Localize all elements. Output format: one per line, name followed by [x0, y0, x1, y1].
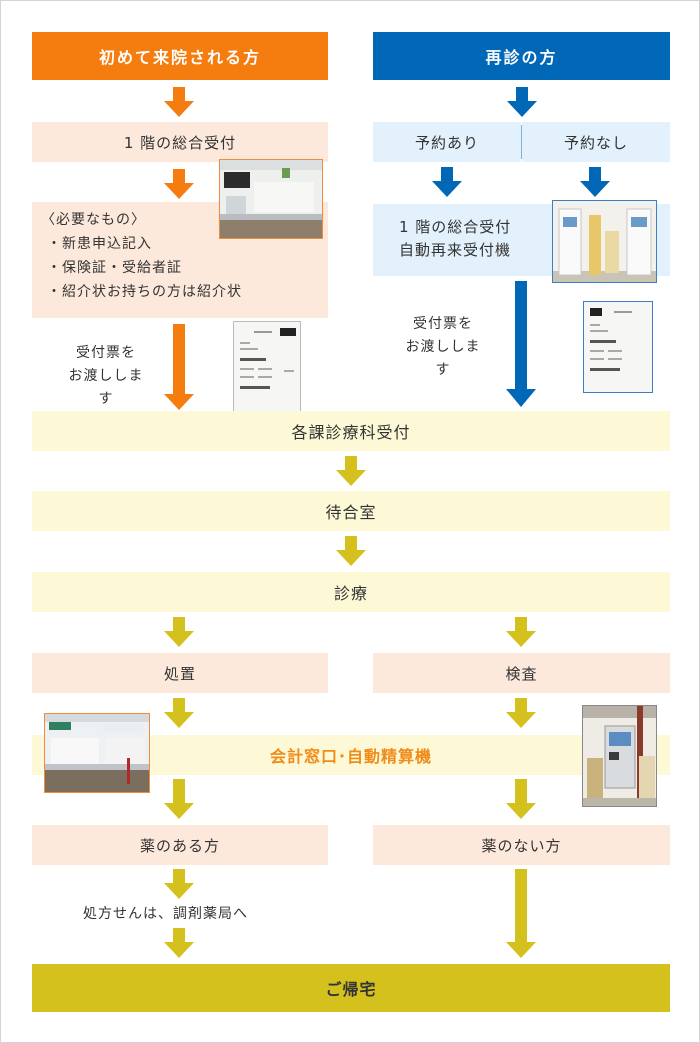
department-reception-box: 各課診療科受付 [32, 411, 670, 451]
reception-desk-photo [219, 159, 323, 239]
revisit-ticket-photo [583, 301, 653, 393]
down-arrow-icon [164, 169, 194, 199]
down-arrow-icon [336, 536, 366, 566]
reception-ticket-photo [233, 321, 301, 413]
down-arrow-icon [506, 617, 536, 647]
auto-reception-machine-photo [552, 200, 657, 283]
long-down-arrow-icon [506, 281, 536, 407]
auto-reception-line: 1 階の総合受付 [399, 218, 512, 236]
auto-reception-label: 1 階の総合受付 自動再来受付機 [399, 216, 511, 262]
consultation-box: 診療 [32, 572, 670, 612]
requirements-title: 〈必要なもの〉 [41, 212, 146, 228]
requirement-item: ・保険証・受給者証 [47, 260, 182, 276]
long-down-arrow-icon [164, 324, 194, 410]
with-medicine-box: 薬のある方 [32, 825, 328, 865]
ticket-note-line: お渡しします [405, 339, 481, 378]
ticket-note-line: お渡しします [68, 368, 144, 407]
down-arrow-icon [164, 869, 194, 899]
with-reservation-box: 予約あり [373, 122, 521, 162]
down-arrow-icon [432, 167, 462, 197]
without-reservation-box: 予約なし [522, 122, 670, 162]
requirements-list: 〈必要なもの〉 ・新患申込記入 ・保険証・受給者証 ・紹介状お持ちの方は紹介状 [41, 208, 242, 304]
without-medicine-box: 薬のない方 [373, 825, 670, 865]
general-reception-box: 1 階の総合受付 [32, 122, 328, 162]
payment-machine-photo [582, 705, 657, 807]
ticket-note-line: 受付票を [413, 316, 473, 332]
requirement-item: ・新患申込記入 [47, 236, 152, 252]
first-visit-header: 初めて来院される方 [32, 32, 328, 80]
down-arrow-icon [507, 87, 537, 117]
treatment-box: 処置 [32, 653, 328, 693]
prescription-note: 処方せんは、調剤薬局へ [83, 906, 248, 922]
down-arrow-icon [164, 928, 194, 958]
down-arrow-icon [164, 87, 194, 117]
down-arrow-icon [164, 617, 194, 647]
revisit-ticket-note: 受付票を お渡しします [399, 313, 487, 382]
down-arrow-icon [336, 456, 366, 486]
first-ticket-note: 受付票を お渡しします [62, 342, 150, 411]
reservation-divider [521, 125, 522, 159]
ticket-note-line: 受付票を [76, 345, 136, 361]
down-arrow-icon [506, 698, 536, 728]
waiting-room-box: 待合室 [32, 491, 670, 531]
go-home-box: ご帰宅 [32, 964, 670, 1012]
accounting-window-photo [44, 713, 150, 793]
down-arrow-icon [580, 167, 610, 197]
requirement-item: ・紹介状お持ちの方は紹介状 [47, 284, 242, 300]
down-arrow-icon [164, 698, 194, 728]
revisit-header: 再診の方 [373, 32, 670, 80]
auto-reception-line: 自動再来受付機 [399, 241, 512, 259]
down-arrow-icon [506, 779, 536, 819]
long-down-arrow-icon [506, 869, 536, 958]
examination-box: 検査 [373, 653, 670, 693]
down-arrow-icon [164, 779, 194, 819]
